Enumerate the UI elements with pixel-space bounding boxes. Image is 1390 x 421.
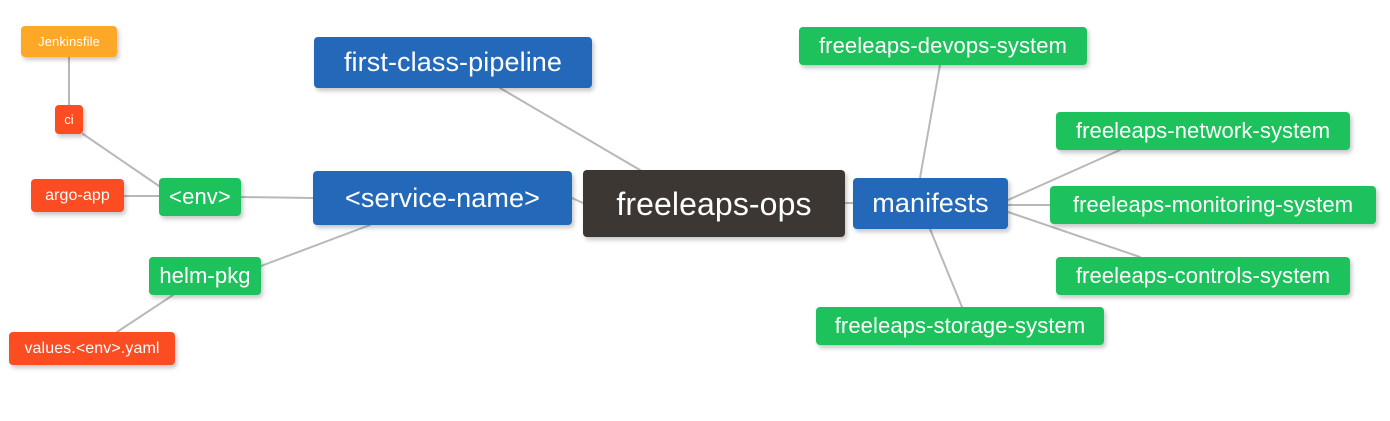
node-manifests[interactable]: manifests — [853, 178, 1008, 229]
edge-ops-service-name — [571, 197, 584, 204]
edge-helm-pkg-values — [116, 294, 174, 333]
node-label-env: <env> — [169, 184, 231, 209]
edge-service-name-env — [240, 196, 314, 199]
node-ci[interactable]: ci — [55, 105, 83, 134]
node-label-freeleaps-controls-system: freeleaps-controls-system — [1075, 263, 1331, 288]
node-label-freeleaps-network-system: freeleaps-network-system — [1075, 118, 1331, 143]
node-helm-pkg[interactable]: helm-pkg — [149, 257, 261, 295]
node-freeleaps-ops[interactable]: freeleaps-ops — [583, 170, 845, 237]
node-label-manifests: manifests — [872, 188, 989, 218]
node-freeleaps-storage-system[interactable]: freeleaps-storage-system — [816, 307, 1104, 345]
node-label-freeleaps-devops-system: freeleaps-devops-system — [818, 33, 1068, 58]
node-values-env-yaml[interactable]: values.<env>.yaml — [9, 332, 175, 365]
node-label-freeleaps-storage-system: freeleaps-storage-system — [834, 313, 1086, 338]
node-label-service-name: <service-name> — [345, 182, 540, 213]
node-argo-app[interactable]: argo-app — [31, 179, 124, 212]
node-label-argo-app: argo-app — [45, 186, 110, 204]
node-label-first-class-pipeline: first-class-pipeline — [343, 47, 563, 77]
node-jenkinsfile[interactable]: Jenkinsfile — [21, 26, 117, 57]
node-freeleaps-monitoring-system[interactable]: freeleaps-monitoring-system — [1050, 186, 1376, 224]
node-label-jenkinsfile: Jenkinsfile — [38, 34, 100, 49]
edge-manifests-devops — [919, 64, 941, 179]
edge-service-name-helm-pkg — [260, 224, 371, 267]
node-first-class-pipeline[interactable]: first-class-pipeline — [314, 37, 592, 88]
node-freeleaps-devops-system[interactable]: freeleaps-devops-system — [799, 27, 1087, 65]
edge-ops-first-class-pipeline — [499, 87, 641, 171]
node-label-values-env-yaml: values.<env>.yaml — [24, 339, 160, 357]
edge-manifests-storage — [929, 228, 963, 308]
node-freeleaps-controls-system[interactable]: freeleaps-controls-system — [1056, 257, 1350, 295]
node-env[interactable]: <env> — [159, 178, 241, 216]
node-freeleaps-network-system[interactable]: freeleaps-network-system — [1056, 112, 1350, 150]
node-label-freeleaps-ops: freeleaps-ops — [616, 185, 812, 222]
node-label-freeleaps-monitoring-system: freeleaps-monitoring-system — [1072, 192, 1354, 217]
node-service-name[interactable]: <service-name> — [313, 171, 572, 225]
node-label-helm-pkg: helm-pkg — [159, 263, 251, 288]
node-label-ci: ci — [64, 112, 74, 127]
